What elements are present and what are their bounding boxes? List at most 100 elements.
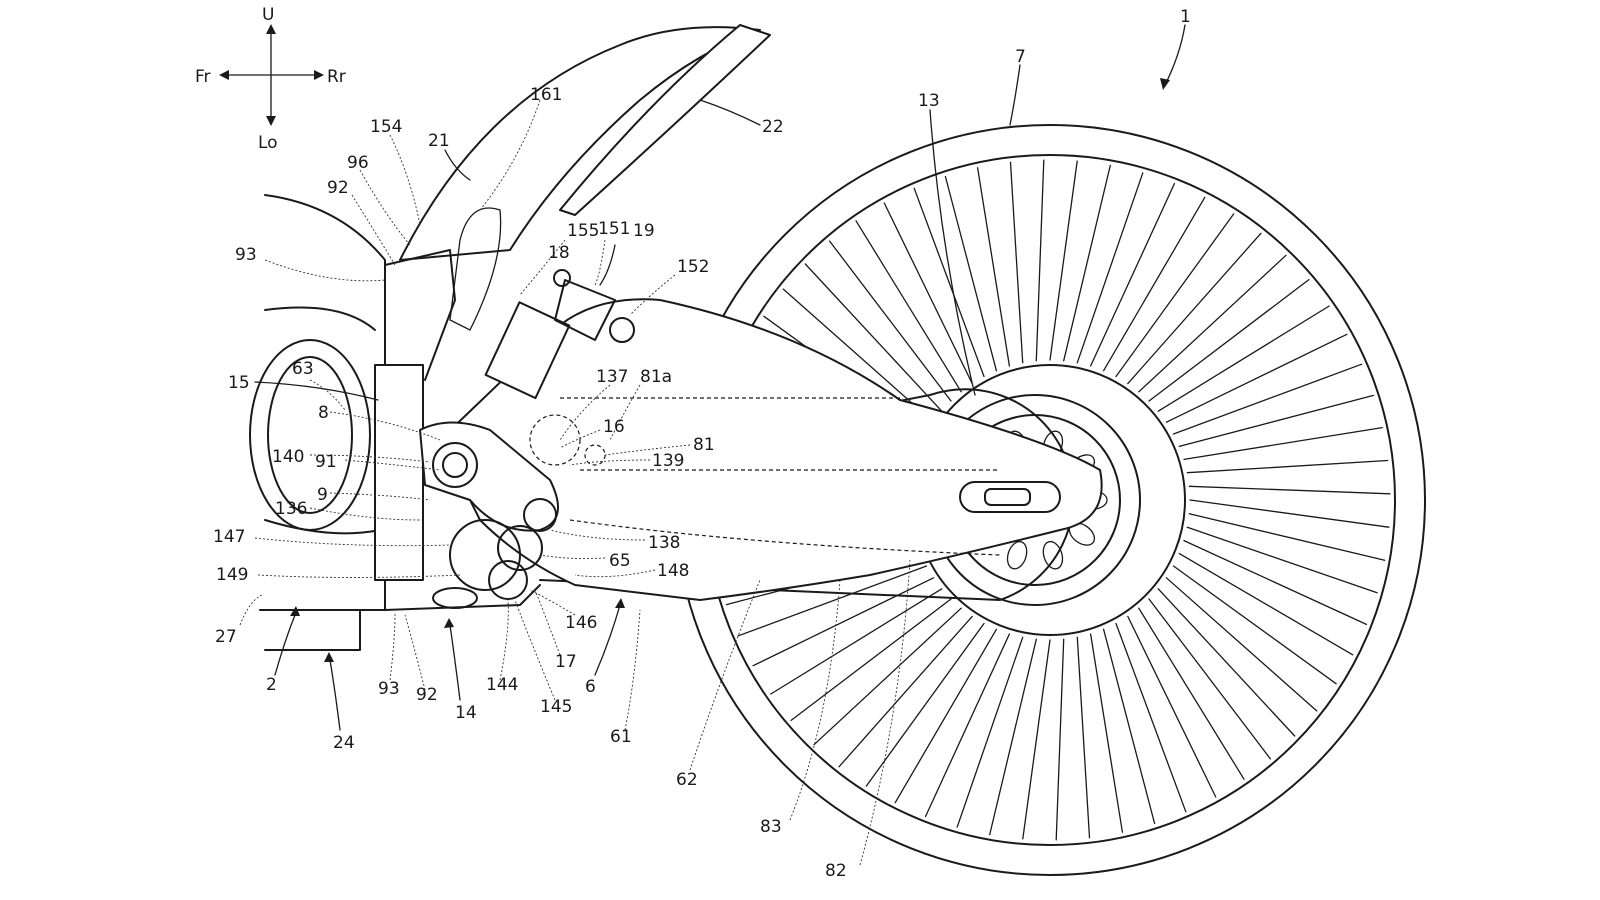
spoke bbox=[1178, 552, 1354, 656]
spoke bbox=[838, 615, 973, 768]
direction-indicator: U Lo Fr Rr bbox=[195, 5, 346, 153]
label-136: 136 bbox=[275, 499, 307, 519]
leader-146 bbox=[529, 589, 576, 616]
spoke bbox=[1035, 159, 1045, 362]
upper-pivot bbox=[609, 317, 635, 343]
leader-82 bbox=[859, 559, 911, 866]
leader-24-arrow-icon bbox=[324, 652, 334, 662]
leader-144 bbox=[499, 599, 509, 681]
fender-upper bbox=[559, 24, 771, 216]
spoke bbox=[790, 598, 952, 722]
label-18: 18 bbox=[548, 243, 570, 263]
step-bracket-24 bbox=[259, 609, 361, 651]
leader-145 bbox=[514, 599, 556, 701]
spoke bbox=[1189, 499, 1390, 528]
spoke bbox=[1102, 628, 1156, 825]
leader-lines bbox=[239, 24, 1186, 866]
axle-slot-outer bbox=[959, 481, 1061, 513]
leader-14-arrow-icon bbox=[444, 618, 454, 628]
spoke bbox=[913, 187, 985, 378]
spoke bbox=[1186, 526, 1378, 594]
leader-14 bbox=[449, 624, 461, 701]
spoke bbox=[804, 263, 943, 412]
leader-93b bbox=[389, 611, 396, 681]
label-92a: 92 bbox=[327, 178, 349, 198]
spoke bbox=[956, 636, 1024, 828]
hidden-part-16 bbox=[529, 414, 581, 466]
lower-mount-oval bbox=[432, 587, 478, 609]
leader-147 bbox=[254, 537, 451, 547]
label-93b: 93 bbox=[378, 679, 400, 699]
spoke bbox=[989, 638, 1037, 836]
label-139: 139 bbox=[652, 451, 684, 471]
spoke bbox=[1022, 639, 1051, 840]
spoke bbox=[855, 220, 962, 393]
leader-1 bbox=[1164, 24, 1186, 86]
drive-gear-14 bbox=[449, 519, 521, 591]
label-144: 144 bbox=[486, 675, 518, 695]
label-6: 6 bbox=[585, 677, 596, 697]
sprocket-cover-65 bbox=[497, 525, 543, 571]
label-151: 151 bbox=[598, 219, 630, 239]
spoke bbox=[1157, 305, 1330, 412]
label-149: 149 bbox=[216, 565, 248, 585]
label-146: 146 bbox=[565, 613, 597, 633]
spoke bbox=[813, 607, 962, 746]
leader-17 bbox=[534, 589, 561, 656]
spoke bbox=[828, 240, 952, 402]
spoke bbox=[1127, 232, 1262, 385]
leader-21 bbox=[444, 149, 471, 181]
leader-151 bbox=[594, 239, 606, 286]
spoke bbox=[1172, 565, 1337, 685]
case-cover-inner bbox=[267, 356, 353, 514]
spoke bbox=[1076, 172, 1144, 364]
arrow-rear-icon bbox=[314, 70, 324, 80]
spoke bbox=[1138, 254, 1287, 393]
dir-low-label: Lo bbox=[258, 133, 278, 153]
label-140: 140 bbox=[272, 447, 304, 467]
spoke bbox=[752, 577, 935, 667]
pivot-assembly bbox=[419, 414, 606, 609]
leader-154 bbox=[389, 134, 421, 226]
leader-8 bbox=[329, 411, 441, 441]
spoke bbox=[1165, 577, 1318, 712]
leader-24 bbox=[329, 659, 341, 731]
spoke bbox=[737, 565, 928, 637]
label-15: 15 bbox=[228, 373, 250, 393]
spoke bbox=[883, 202, 973, 385]
label-63: 63 bbox=[292, 359, 314, 379]
arrow-up-icon bbox=[266, 24, 276, 34]
spoke bbox=[770, 588, 943, 695]
engine-case bbox=[249, 194, 541, 651]
label-81a: 81a bbox=[640, 367, 672, 387]
label-7: 7 bbox=[1015, 47, 1026, 67]
leader-22 bbox=[699, 99, 761, 126]
leader-161 bbox=[479, 99, 541, 211]
label-62: 62 bbox=[676, 770, 698, 790]
leader-136 bbox=[309, 507, 421, 521]
label-96: 96 bbox=[347, 153, 369, 173]
reference-labels: 1 7 13 22 161 21 154 96 92 93 155 151 19… bbox=[213, 7, 1191, 881]
sprocket-hole bbox=[1042, 540, 1064, 570]
leader-27 bbox=[239, 594, 263, 626]
spoke bbox=[924, 633, 1011, 818]
label-22: 22 bbox=[762, 117, 784, 137]
pivot-bolt-inner bbox=[442, 452, 468, 478]
label-81: 81 bbox=[693, 435, 715, 455]
leader-148 bbox=[574, 569, 656, 578]
case-mount-plate bbox=[374, 364, 424, 581]
spoke bbox=[1055, 638, 1065, 841]
leader-19 bbox=[599, 244, 616, 286]
spoke bbox=[1089, 182, 1176, 367]
label-137: 137 bbox=[596, 367, 628, 387]
label-92b: 92 bbox=[416, 685, 438, 705]
drive-sprocket-17 bbox=[488, 560, 528, 600]
label-138: 138 bbox=[648, 533, 680, 553]
spoke bbox=[1172, 363, 1363, 435]
label-161: 161 bbox=[530, 85, 562, 105]
case-line-upper bbox=[264, 306, 376, 331]
leader-61 bbox=[624, 609, 641, 731]
shock-absorber bbox=[484, 269, 616, 400]
case-outline bbox=[264, 194, 386, 611]
